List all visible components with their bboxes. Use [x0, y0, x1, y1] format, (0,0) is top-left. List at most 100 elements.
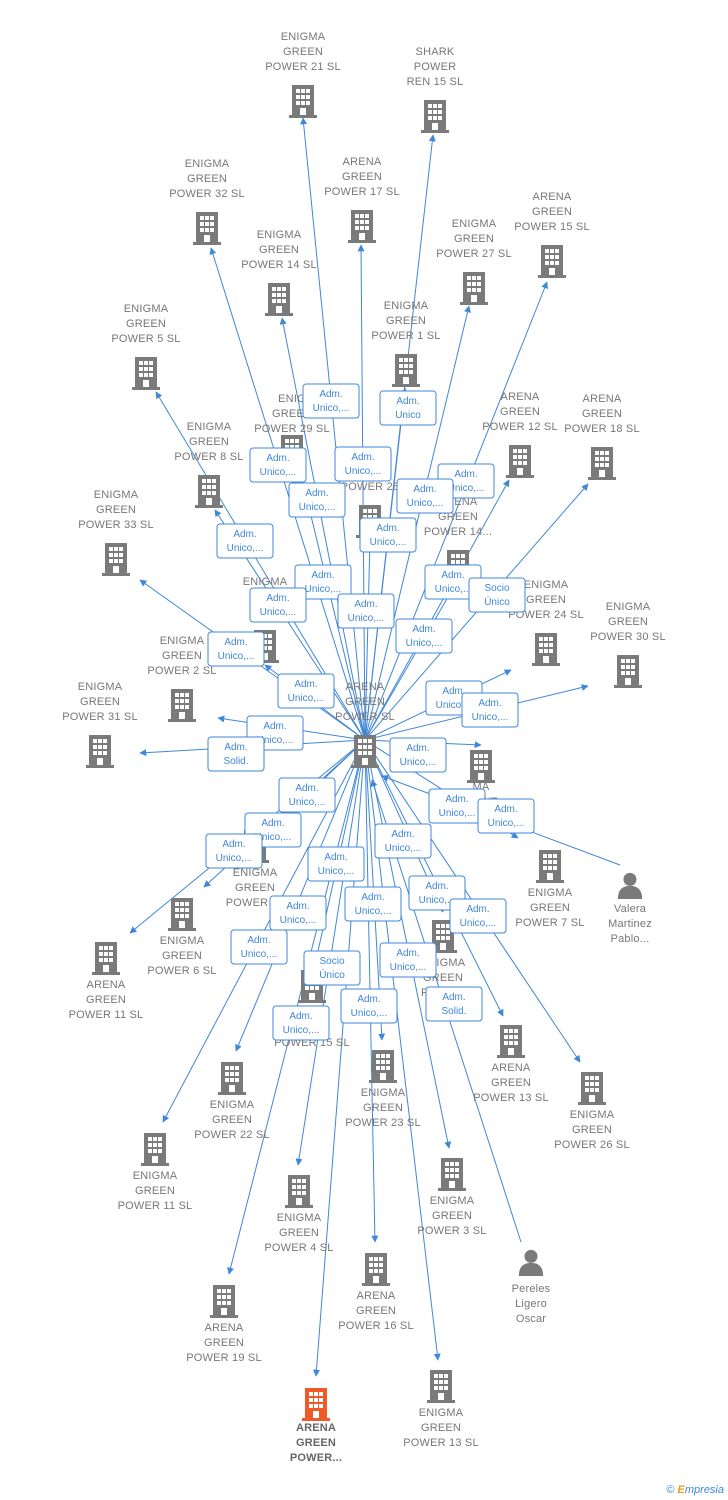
edge-role-label[interactable]: Adm.Unico: [379, 390, 437, 426]
edge-role-text: Unico,...: [255, 832, 292, 843]
edge-role-text: Adm.: [396, 948, 419, 959]
edge-role-text: Unico,...: [288, 693, 325, 704]
edge-role-text: Adm.: [406, 743, 429, 754]
edge-role-label[interactable]: Adm.Unico,...: [334, 446, 392, 482]
edge-role-text: Unico,...: [305, 584, 342, 595]
edge-role-label[interactable]: Adm.Unico,...: [272, 1005, 330, 1041]
edge-role-label[interactable]: Adm.Unico,...: [216, 523, 274, 559]
person-node[interactable]: ValeraMartinezPablo...: [608, 872, 652, 945]
company-node[interactable]: POWER 28: [341, 481, 399, 538]
edge-role-text: Único: [319, 968, 345, 981]
building-icon: [132, 357, 160, 390]
node-label: POWER 30 SL: [590, 631, 666, 643]
node-label: GREEN: [96, 504, 136, 516]
edge-role-label[interactable]: Adm.Unico,...: [249, 447, 307, 483]
edge-role-label[interactable]: Adm.Unico,...: [389, 737, 447, 773]
edge-role-label[interactable]: Adm.Solid.: [425, 986, 483, 1022]
edge-role-label[interactable]: Adm.Unico,...: [269, 895, 327, 931]
node-label: GREEN: [608, 616, 648, 628]
edge-n3: [209, 247, 366, 741]
node-label: GREEN: [345, 696, 385, 708]
edge-role-label[interactable]: Adm.Unico,...: [477, 798, 535, 834]
edge-role-label[interactable]: Adm.Unico,...: [307, 846, 365, 882]
edge-role-label[interactable]: Adm.Unico,...: [424, 564, 482, 600]
node-label: ENIGMA: [452, 218, 497, 230]
edge-role-label[interactable]: Adm.Unico,...: [294, 564, 352, 600]
node-label: POWER 29 SL: [254, 423, 330, 435]
edge-role-label[interactable]: Adm.Unico,...: [249, 587, 307, 623]
company-node[interactable]: ARENAGREENPOWER...: [290, 1388, 342, 1464]
edge-role-label[interactable]: Adm.Unico,...: [449, 898, 507, 934]
edge-role-label[interactable]: Adm.Unico,...: [278, 777, 336, 813]
edge-role-label[interactable]: Adm.Unico,...: [374, 823, 432, 859]
edge-role-label[interactable]: Adm.Unico,...: [461, 692, 519, 728]
edge-role-label[interactable]: Adm.Solid.: [207, 736, 265, 772]
edge-role-label[interactable]: Adm.Unico,...: [344, 886, 402, 922]
edge-role-label[interactable]: Adm.Unico,...: [379, 942, 437, 978]
edge-role-label[interactable]: Adm.Unico,...: [337, 593, 395, 629]
edge-role-label[interactable]: Adm.Unico,...: [205, 833, 263, 869]
node-label: POWER 13 SL: [473, 1092, 549, 1104]
edge-role-label[interactable]: Adm.Unico,...: [396, 478, 454, 514]
edge-role-label[interactable]: Adm.Unico,...: [288, 482, 346, 518]
building-icon: [532, 633, 560, 666]
node-label: GREEN: [342, 171, 382, 183]
edge-role-text: Adm.: [376, 523, 399, 534]
node-label: POWER...: [290, 1452, 342, 1464]
node-label: GREEN: [530, 902, 570, 914]
edge-role-label[interactable]: Adm.Unico,...: [277, 673, 335, 709]
edge-role-text: Unico,...: [241, 949, 278, 960]
edge-role-label[interactable]: Adm.Unico,...: [207, 631, 265, 667]
edge-role-label[interactable]: Adm.Unico,...: [359, 517, 417, 553]
edge-role-label[interactable]: Adm.Unico,...: [395, 618, 453, 654]
node-label: POWER 25: [226, 897, 284, 909]
edge-role-label[interactable]: Adm.Unico,...: [340, 988, 398, 1024]
edge-role-label[interactable]: Adm.Unico,...: [302, 383, 360, 419]
edge-role-text: Adm.: [466, 904, 489, 915]
edge-role-label[interactable]: Adm.Unico,...: [428, 788, 486, 824]
node-label: POWER 7 SL: [515, 917, 584, 929]
node-label: POWER 13 SL: [403, 1437, 479, 1449]
node-label: GREEN: [500, 406, 540, 418]
building-icon: [614, 655, 642, 688]
edge-role-text: Unico,...: [260, 467, 297, 478]
edge-role-label[interactable]: Adm.Unico,...: [230, 929, 288, 965]
building-icon: [265, 283, 293, 316]
